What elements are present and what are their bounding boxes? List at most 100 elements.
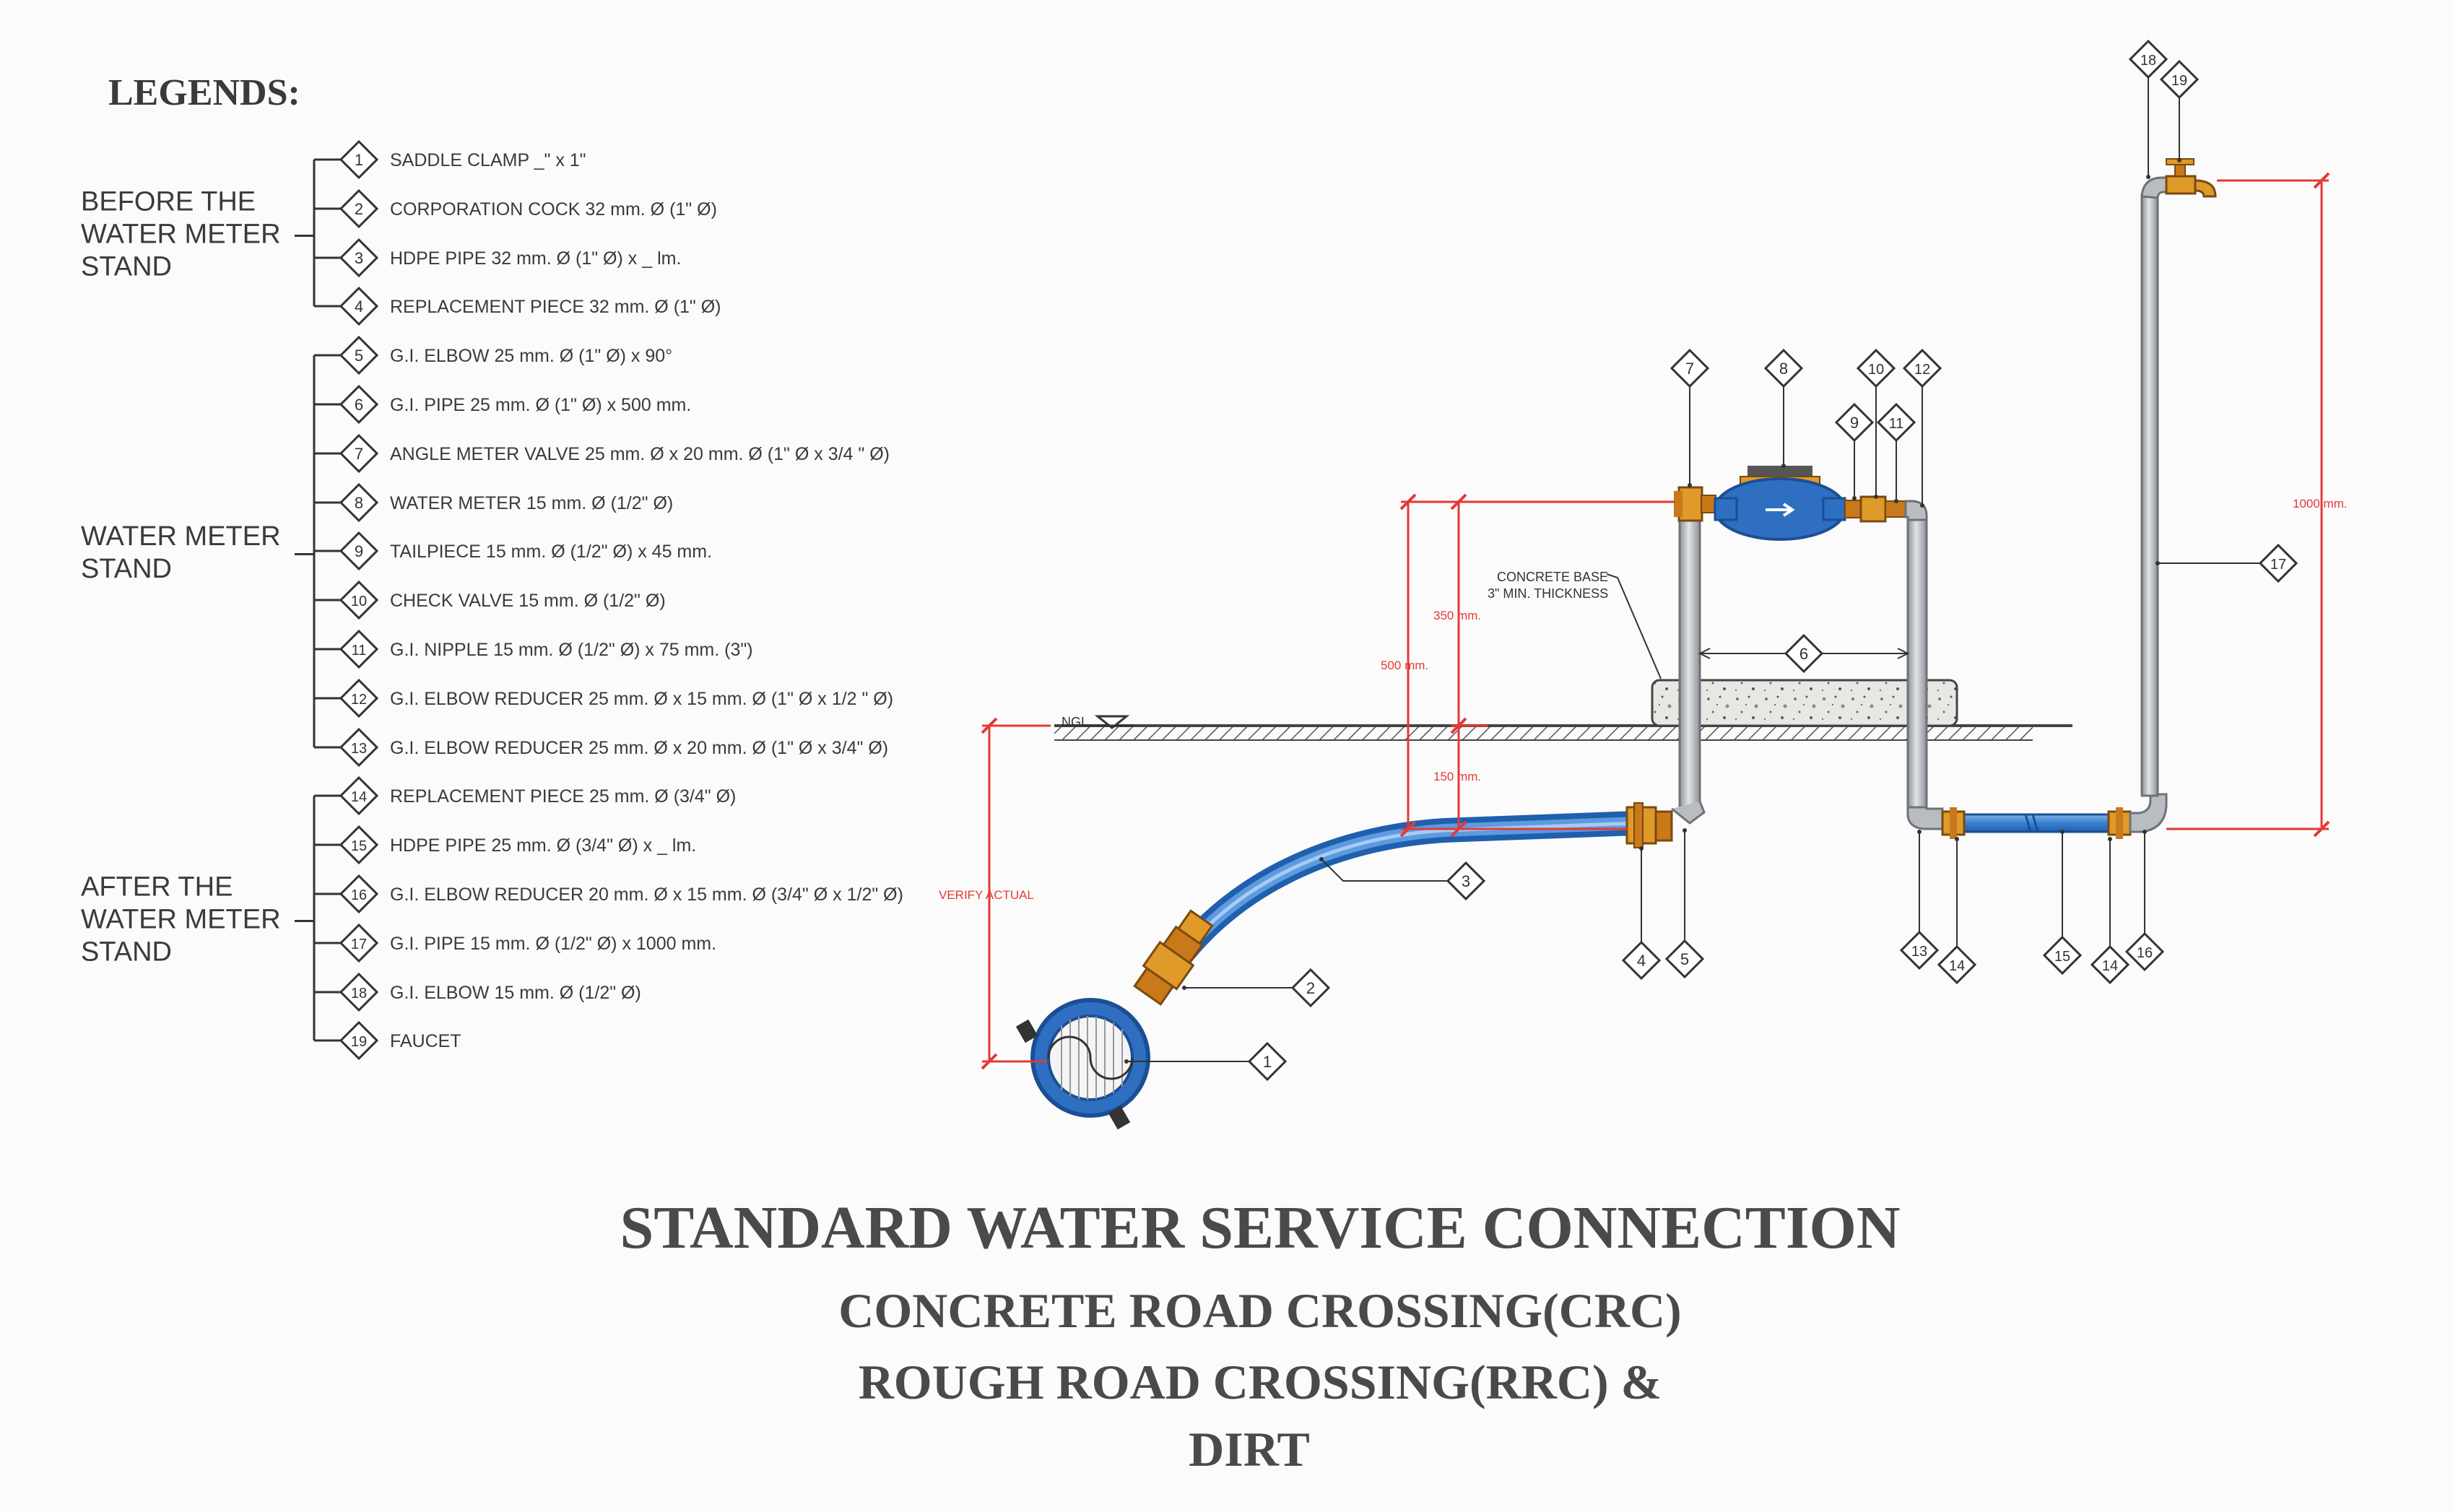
legend-group-1-label: BEFORE THE [81,187,256,217]
callout-15-marker: 15 [2042,935,2083,976]
callout-16-marker: 16 [2124,931,2165,972]
svg-text:CONCRETE BASE: CONCRETE BASE [1497,570,1608,584]
svg-text:16: 16 [2137,945,2153,961]
callout-7-marker: 7 [1670,348,1710,388]
legend-item-11-text: G.I. NIPPLE 15 mm. Ø (1/2" Ø) x 75 mm. (… [390,640,753,660]
svg-text:14: 14 [351,789,367,805]
svg-text:13: 13 [351,741,367,757]
replacement-piece-32 [1625,802,1673,848]
saddle-clamp [1015,998,1150,1130]
legend-item-4-marker: 4 [339,286,379,326]
svg-text:18: 18 [2140,53,2156,69]
callout-5-marker: 5 [1664,939,1705,979]
legend-item-4-text: REPLACEMENT PIECE 32 mm. Ø (1" Ø) [390,297,721,317]
legend-item-5-marker: 5 [339,335,379,375]
svg-text:17: 17 [351,937,367,952]
angle-meter-valve [1674,486,1716,522]
hdpe-pipe-25 [1963,813,2110,833]
callout-3-leader [1321,859,1448,882]
legend-item-9-text: TAILPIECE 15 mm. Ø (1/2" Ø) x 45 mm. [390,542,712,562]
svg-text:2: 2 [355,200,363,218]
svg-text:7: 7 [1685,360,1694,378]
svg-text:19: 19 [2171,73,2187,89]
callout-19-marker: 19 [2159,59,2200,100]
svg-text:16: 16 [351,887,367,903]
legend-group-1-label: WATER METER [81,220,281,250]
replacement-piece-25-b [2107,807,2132,839]
svg-text:3: 3 [1462,872,1470,890]
legend-item-2-text: CORPORATION COCK 32 mm. Ø (1" Ø) [390,199,717,220]
svg-text:11: 11 [1889,416,1904,432]
callout-6-marker: 6 [1784,633,1824,674]
legend-item-1-marker: 1 [339,139,379,180]
callout-13-marker: 13 [1899,930,1940,970]
svg-text:2: 2 [1306,979,1315,997]
svg-text:1000 mm.: 1000 mm. [2293,497,2348,510]
legend-item-13-text: G.I. ELBOW REDUCER 25 mm. Ø x 20 mm. Ø (… [390,738,888,758]
svg-text:5: 5 [355,347,363,365]
concrete-base [1651,679,1958,727]
svg-text:8: 8 [1779,360,1788,378]
legend-item-5-text: G.I. ELBOW 25 mm. Ø (1" Ø) x 90° [390,346,672,366]
callout-3-marker: 3 [1446,861,1486,901]
callout-8-marker: 8 [1763,348,1804,388]
concrete-base-note: CONCRETE BASE 3" MIN. THICKNESS [1488,570,1662,679]
legend-item-3-marker: 3 [339,238,379,278]
callout-17-marker: 17 [2258,543,2298,583]
legend-item-16-marker: 16 [339,874,379,914]
svg-text:6: 6 [1799,645,1808,663]
svg-text:150 mm.: 150 mm. [1433,770,1481,783]
legend-item-10-text: CHECK VALVE 15 mm. Ø (1/2" Ø) [390,591,666,611]
svg-text:6: 6 [355,396,363,414]
legend-item-15-marker: 15 [339,825,379,865]
svg-text:VERIFY ACTUAL: VERIFY ACTUAL [939,888,1034,902]
legend-item-19-marker: 19 [339,1020,379,1061]
replacement-piece-25-a [1941,807,1966,839]
legend-item-17-marker: 17 [339,923,379,963]
legend-item-14-marker: 14 [339,775,379,816]
svg-text:11: 11 [352,643,367,659]
svg-text:17: 17 [2270,557,2286,573]
legend-item-18-marker: 18 [339,972,379,1012]
legend-item-6-text: G.I. PIPE 25 mm. Ø (1" Ø) x 500 mm. [390,395,691,415]
svg-text:8: 8 [355,494,363,512]
title-block: STANDARD WATER SERVICE CONNECTION CONCRE… [620,1194,1900,1477]
gi-riser-right [1904,500,1944,830]
callout-1-marker: 1 [1247,1041,1288,1082]
legend-item-10-marker: 10 [339,580,379,620]
legend-item-15-text: HDPE PIPE 25 mm. Ø (3/4" Ø) x _ lm. [390,835,696,856]
legend-item-17-text: G.I. PIPE 15 mm. Ø (1/2" Ø) x 1000 mm. [390,934,716,954]
ngl-label: NGL [1061,715,1088,729]
legend-item-8-marker: 8 [339,482,379,523]
legend-group-3-label: WATER METER [81,905,281,935]
faucet [2165,158,2217,198]
svg-text:1: 1 [355,151,363,169]
callout-4-marker: 4 [1621,940,1662,981]
legend-group-3-label: AFTER THE [81,872,233,903]
svg-text:10: 10 [351,594,367,609]
svg-text:18: 18 [351,986,367,1002]
legend-group-2-label: STAND [81,554,172,584]
elbow-reducer-20-15 [2129,793,2168,833]
legend-item-11-marker: 11 [339,629,379,669]
corporation-cock [1133,909,1214,1006]
legend-group-1-label: STAND [81,252,172,282]
callout-10-marker: 10 [1856,348,1896,388]
callout-14-a-marker: 14 [1937,944,1977,985]
svg-text:15: 15 [351,838,367,854]
gi-pipe-1000 [2140,176,2169,797]
callout-11-marker: 11 [1876,402,1916,443]
callout-14-b-marker: 14 [2090,944,2130,985]
title-line2: CONCRETE ROAD CROSSING(CRC) [838,1283,1681,1338]
svg-text:7: 7 [355,445,363,463]
svg-text:14: 14 [1949,958,1965,974]
callout-18-marker: 18 [2128,39,2168,79]
title-line4: DIRT [1189,1422,1310,1477]
svg-text:14: 14 [2102,958,2118,974]
svg-text:3: 3 [355,249,363,267]
